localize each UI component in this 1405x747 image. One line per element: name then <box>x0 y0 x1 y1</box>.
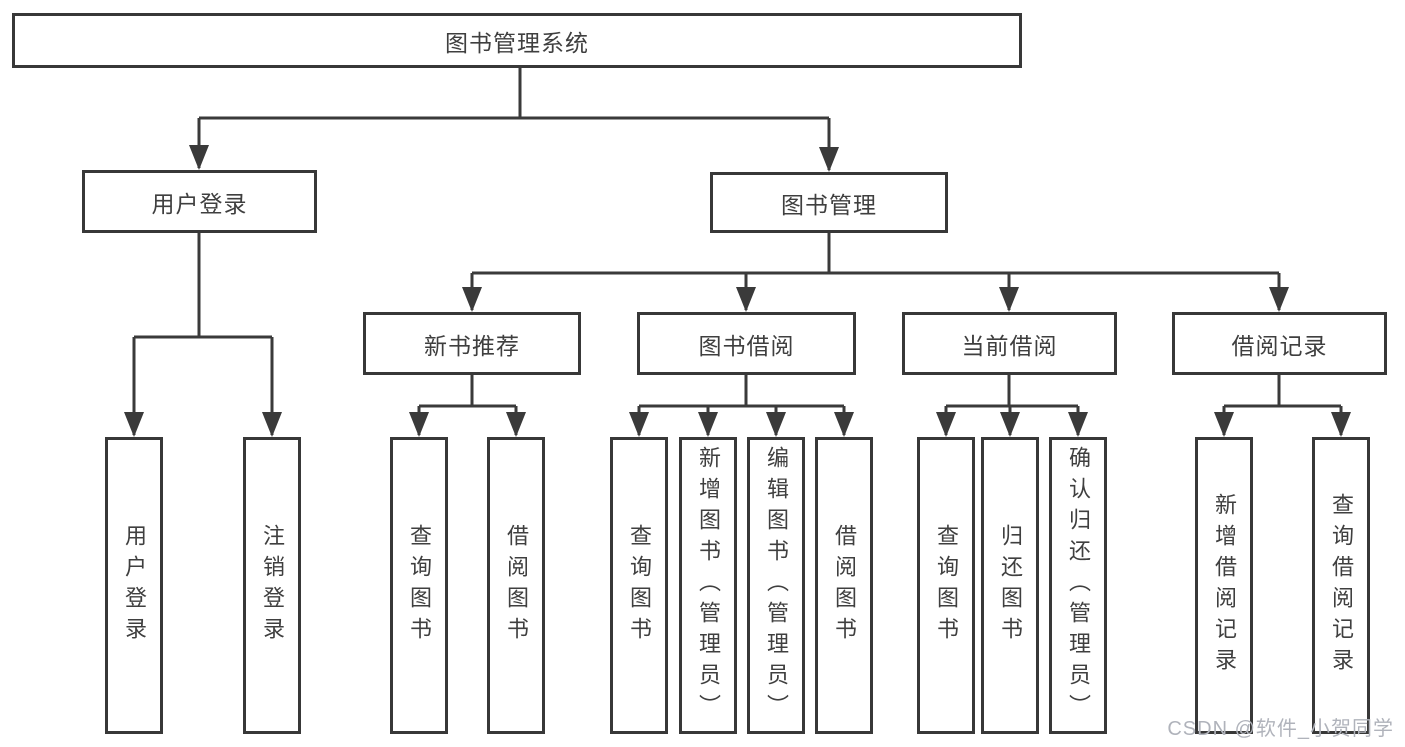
node-current-borrowing: 当前借阅 <box>902 312 1117 375</box>
connector-current-borrow-to-children <box>936 375 1088 437</box>
node-user-login-label: 用户登录 <box>151 190 248 217</box>
connector-new-book-to-children <box>409 375 526 437</box>
node-book-management: 图书管理 <box>710 172 948 233</box>
node-return-books-label: 归还图书 <box>998 523 1023 648</box>
node-book-borrowing: 图书借阅 <box>637 312 856 375</box>
node-query-books-newbook: 查询图书 <box>390 437 448 734</box>
node-query-borrow-record-label: 查询借阅记录 <box>1329 492 1354 679</box>
node-user-login: 用户登录 <box>82 170 317 233</box>
node-borrow-records-label: 借阅记录 <box>1231 332 1328 359</box>
node-user-login-leaf-label: 用户登录 <box>122 523 147 648</box>
connector-book-borrow-to-children <box>629 375 854 437</box>
node-return-books: 归还图书 <box>981 437 1039 734</box>
node-book-management-label: 图书管理 <box>781 191 877 218</box>
node-borrow-records: 借阅记录 <box>1172 312 1387 375</box>
node-add-books-admin: 新增图书（管理员） <box>679 437 737 734</box>
node-query-books-borrowing-label: 查询图书 <box>627 523 652 648</box>
node-add-books-admin-label: 新增图书（管理员） <box>696 446 721 725</box>
node-borrow-books-newbook-label: 借阅图书 <box>504 523 529 648</box>
node-confirm-return-admin-label: 确认归还（管理员） <box>1066 446 1091 725</box>
node-new-book-recommend: 新书推荐 <box>363 312 581 375</box>
connector-book-mgmt-to-level2 <box>462 233 1289 312</box>
node-logout-leaf: 注销登录 <box>243 437 301 734</box>
node-query-books-borrowing: 查询图书 <box>610 437 668 734</box>
node-confirm-return-admin: 确认归还（管理员） <box>1049 437 1107 734</box>
node-edit-books-admin-label: 编辑图书（管理员） <box>764 446 789 725</box>
node-library-system: 图书管理系统 <box>12 13 1022 68</box>
node-query-books-current-label: 查询图书 <box>934 523 959 648</box>
node-user-login-leaf: 用户登录 <box>105 437 163 734</box>
node-query-books-current: 查询图书 <box>917 437 975 734</box>
node-library-system-label: 图书管理系统 <box>445 29 589 56</box>
node-book-borrowing-label: 图书借阅 <box>698 332 795 359</box>
node-current-borrowing-label: 当前借阅 <box>961 332 1058 359</box>
node-query-books-newbook-label: 查询图书 <box>407 523 432 648</box>
node-add-borrow-record: 新增借阅记录 <box>1195 437 1253 734</box>
node-query-borrow-record: 查询借阅记录 <box>1312 437 1370 734</box>
node-new-book-recommend-label: 新书推荐 <box>424 332 520 359</box>
node-borrow-books-borrowing-label: 借阅图书 <box>832 523 857 648</box>
node-edit-books-admin: 编辑图书（管理员） <box>747 437 805 734</box>
connector-root-to-level1 <box>189 68 839 172</box>
connector-borrow-record-to-children <box>1214 375 1351 437</box>
connector-user-login-to-children <box>124 233 282 437</box>
node-add-borrow-record-label: 新增借阅记录 <box>1212 492 1237 679</box>
csdn-watermark: CSDN @软件_小贺同学 <box>1167 718 1394 740</box>
node-borrow-books-borrowing: 借阅图书 <box>815 437 873 734</box>
node-borrow-books-newbook: 借阅图书 <box>487 437 545 734</box>
node-logout-leaf-label: 注销登录 <box>260 523 285 648</box>
